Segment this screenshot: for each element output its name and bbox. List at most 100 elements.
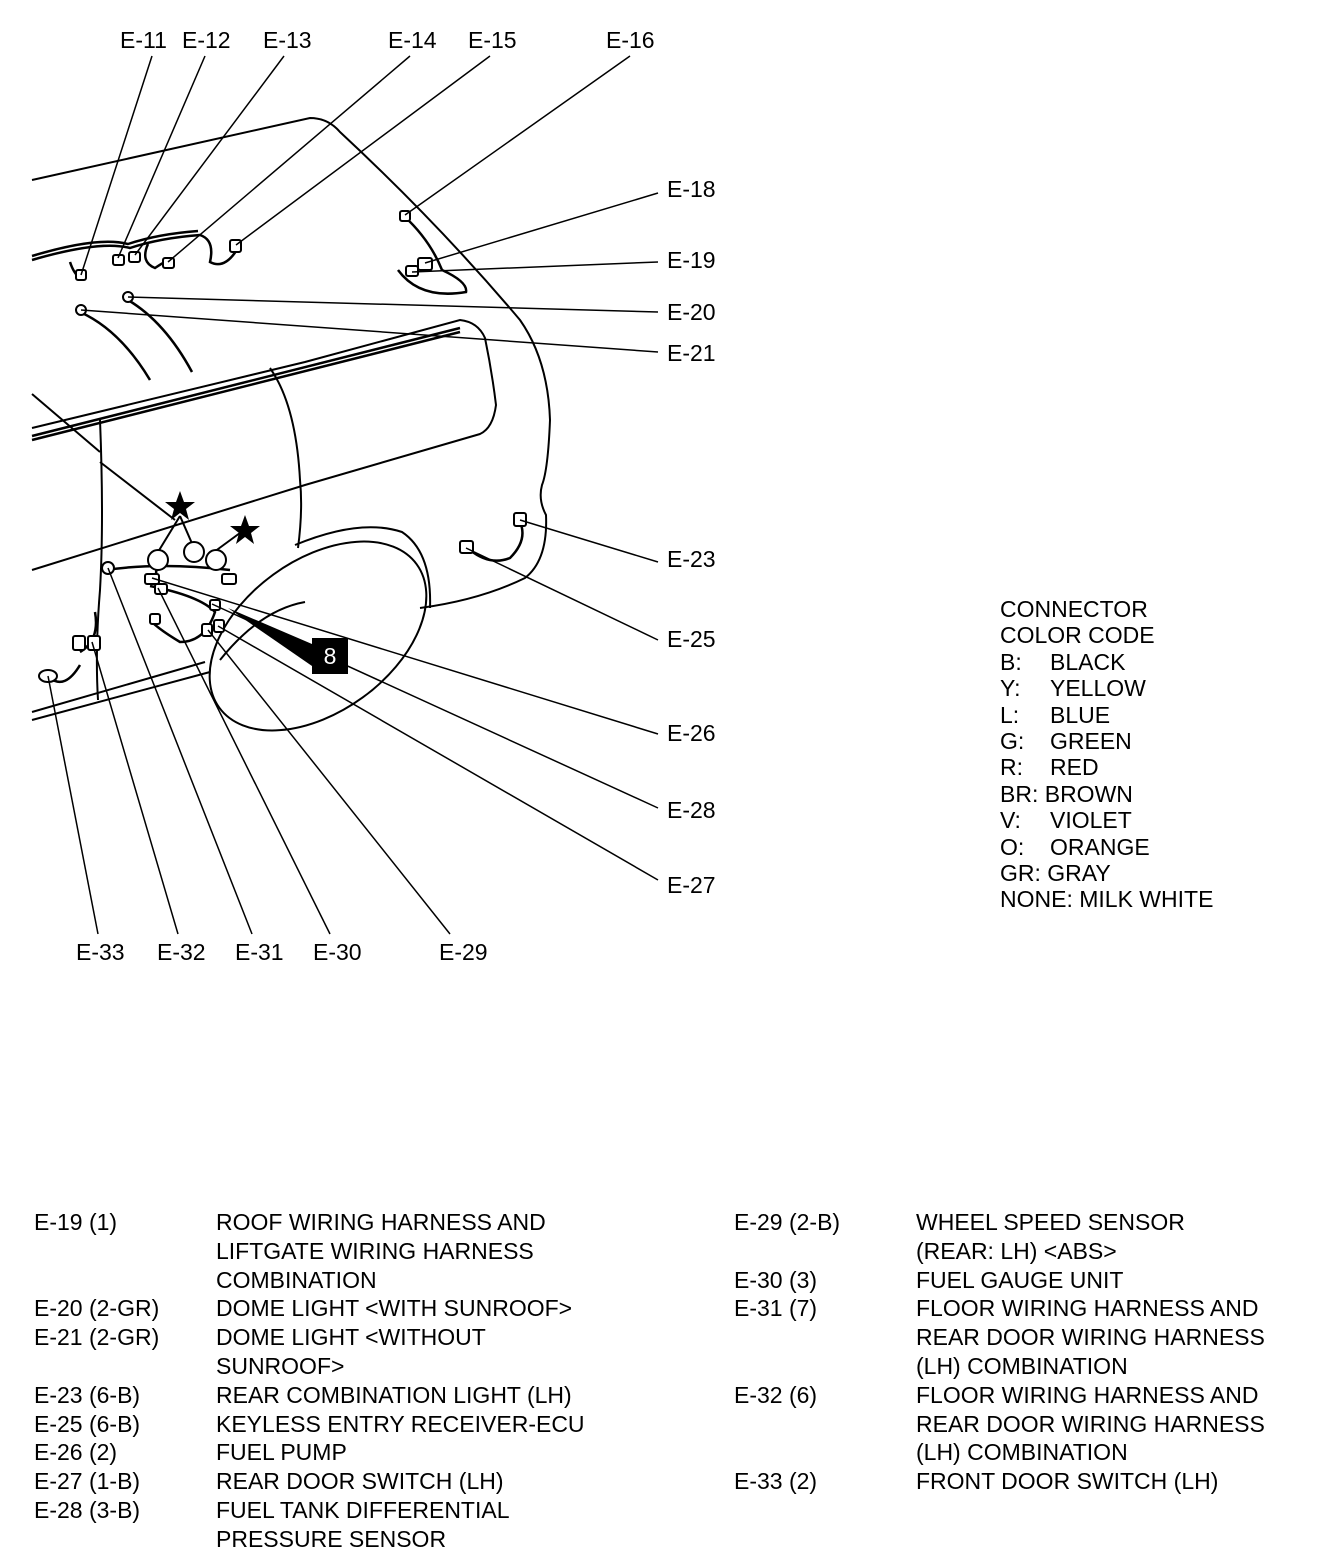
connector-entry: E-28 (3-B) FUEL TANK DIFFERENTIAL PRESSUR…	[34, 1496, 684, 1554]
connector-label-group: E-11 E-12 E-13 E-14 E-15 E-16 E-18 E-19 …	[76, 27, 716, 965]
label-e-19: E-19	[667, 247, 716, 273]
connector-id: E-23 (6-B)	[34, 1381, 141, 1408]
legend-code: V:	[1000, 807, 1021, 834]
label-e-25: E-25	[667, 626, 716, 652]
label-e-33: E-33	[76, 939, 125, 965]
legend-item: Y: YELLOW	[1000, 675, 1213, 701]
connector-id: E-20 (2-GR)	[34, 1295, 160, 1322]
legend-color: GREEN	[1050, 728, 1132, 755]
connector-id: E-30 (3)	[734, 1266, 818, 1293]
connector-description: DOME LIGHT <WITHOUT SUNROOF>	[216, 1324, 486, 1379]
label-e-12: E-12	[182, 27, 231, 53]
connector-entry: E-19 (1) ROOF WIRING HARNESS AND LIFTGATE…	[34, 1208, 684, 1294]
legend-item: V: VIOLET	[1000, 807, 1213, 833]
legend-code: Y:	[1000, 675, 1021, 702]
label-e-11: E-11	[120, 27, 167, 53]
label-e-27: E-27	[667, 872, 716, 898]
legend-code: R:	[1000, 754, 1023, 781]
legend-color: BROWN	[1044, 780, 1133, 807]
legend-item: O: ORANGE	[1000, 834, 1213, 860]
connector-description: REAR DOOR SWITCH (LH)	[216, 1468, 504, 1495]
connector-description: ROOF WIRING HARNESS AND LIFTGATE WIRING …	[216, 1209, 546, 1293]
label-e-16: E-16	[606, 27, 655, 53]
connector-id: E-33 (2)	[734, 1468, 818, 1495]
legend-title-line-1: CONNECTOR	[1000, 596, 1148, 622]
callout-number: 8	[324, 643, 337, 669]
connector-id: E-26 (2)	[34, 1439, 118, 1466]
leader-lines	[47, 55, 659, 935]
connector-table-left: E-19 (1) ROOF WIRING HARNESS AND LIFTGATE…	[34, 1208, 684, 1554]
legend-color: VIOLET	[1050, 807, 1132, 834]
label-e-13: E-13	[263, 27, 312, 53]
connector-description: KEYLESS ENTRY RECEIVER-ECU	[216, 1410, 585, 1437]
legend-code: L:	[1000, 701, 1020, 728]
connector-color-code-legend: CONNECTOR COLOR CODE B: BLACK Y: YELLOW L:…	[1000, 596, 1213, 913]
legend-title-line-2: COLOR CODE	[1000, 622, 1155, 649]
connector-id: E-32 (6)	[734, 1381, 818, 1408]
connector-symbols	[38, 210, 527, 683]
connector-id: E-19 (1)	[34, 1209, 118, 1235]
component-markers	[147, 515, 245, 571]
legend-color: GRAY	[1047, 860, 1111, 887]
vehicle-body-outline	[31, 116, 552, 732]
connector-table-right: E-29 (2-B) WHEEL SPEED SENSOR (REAR: LH) …	[734, 1208, 1324, 1496]
legend-code: B:	[1000, 648, 1022, 675]
label-e-18: E-18	[667, 176, 716, 202]
label-e-28: E-28	[667, 797, 716, 823]
connector-description: DOME LIGHT <WITH SUNROOF>	[216, 1295, 573, 1322]
connector-id: E-21 (2-GR)	[34, 1324, 160, 1351]
legend-code: GR:	[1000, 860, 1041, 887]
connector-description: FLOOR WIRING HARNESS AND REAR DOOR WIRIN…	[916, 1381, 1265, 1466]
callout-8: 8	[228, 608, 348, 674]
label-e-29: E-29	[439, 939, 488, 965]
label-e-32: E-32	[157, 939, 206, 965]
connector-entry: E-27 (1-B) REAR DOOR SWITCH (LH)	[34, 1467, 684, 1496]
connector-id: E-27 (1-B)	[34, 1468, 141, 1495]
legend-color: BLACK	[1050, 648, 1126, 675]
legend-item: R: RED	[1000, 754, 1213, 780]
connector-description: FUEL PUMP	[216, 1439, 347, 1466]
label-e-20: E-20	[667, 299, 716, 325]
connector-id: E-31 (7)	[734, 1295, 818, 1322]
connector-entry: E-32 (6) FLOOR WIRING HARNESS AND REAR DO…	[734, 1381, 1324, 1467]
label-e-26: E-26	[667, 720, 716, 746]
label-e-23: E-23	[667, 546, 716, 572]
connector-description: FUEL GAUGE UNIT	[916, 1266, 1124, 1293]
connector-entry: E-20 (2-GR) DOME LIGHT <WITH SUNROOF>	[34, 1294, 684, 1323]
connector-id: E-25 (6-B)	[34, 1410, 141, 1437]
connector-entry: E-26 (2) FUEL PUMP	[34, 1438, 684, 1467]
connector-entry: E-30 (3) FUEL GAUGE UNIT	[734, 1266, 1324, 1295]
legend-code: O:	[1000, 833, 1025, 860]
legend-color: ORANGE	[1050, 833, 1150, 860]
connector-description: FLOOR WIRING HARNESS AND REAR DOOR WIRIN…	[916, 1295, 1265, 1379]
legend-item: G: GREEN	[1000, 728, 1213, 754]
legend-item: BR: BROWN	[1000, 781, 1213, 807]
connector-description: FRONT DOOR SWITCH (LH)	[916, 1468, 1219, 1495]
connector-entry: E-29 (2-B) WHEEL SPEED SENSOR (REAR: LH) …	[734, 1208, 1324, 1266]
connector-description: WHEEL SPEED SENSOR (REAR: LH) <ABS>	[916, 1209, 1185, 1264]
connector-entry: E-23 (6-B) REAR COMBINATION LIGHT (LH)	[34, 1381, 684, 1410]
legend-item: B: BLACK	[1000, 649, 1213, 675]
legend-code: BR:	[1000, 780, 1039, 807]
label-e-21: E-21	[667, 340, 716, 366]
star-marker-icon	[165, 491, 260, 544]
label-e-30: E-30	[313, 939, 362, 965]
legend-color: MILK WHITE	[1079, 886, 1214, 913]
legend-item: GR: GRAY	[1000, 860, 1213, 886]
legend-color: BLUE	[1050, 701, 1111, 728]
connector-entry: E-33 (2) FRONT DOOR SWITCH (LH)	[734, 1467, 1324, 1496]
connector-id: E-28 (3-B)	[34, 1496, 141, 1523]
connector-entry: E-31 (7) FLOOR WIRING HARNESS AND REAR DO…	[734, 1294, 1324, 1380]
label-e-14: E-14	[388, 27, 437, 53]
connector-description: REAR COMBINATION LIGHT (LH)	[216, 1381, 572, 1408]
legend-item: L: BLUE	[1000, 702, 1213, 728]
legend-code: NONE:	[1000, 886, 1073, 913]
label-e-31: E-31	[235, 939, 284, 965]
connector-id: E-29 (2-B)	[734, 1209, 841, 1235]
legend-color: RED	[1050, 754, 1099, 781]
legend-code: G:	[1000, 728, 1025, 755]
legend-item: NONE: MILK WHITE	[1000, 886, 1213, 912]
connector-description: FUEL TANK DIFFERENTIAL PRESSURE SENSOR	[216, 1496, 510, 1552]
legend-color: YELLOW	[1050, 675, 1146, 702]
connector-entry: E-25 (6-B) KEYLESS ENTRY RECEIVER-ECU	[34, 1410, 684, 1439]
